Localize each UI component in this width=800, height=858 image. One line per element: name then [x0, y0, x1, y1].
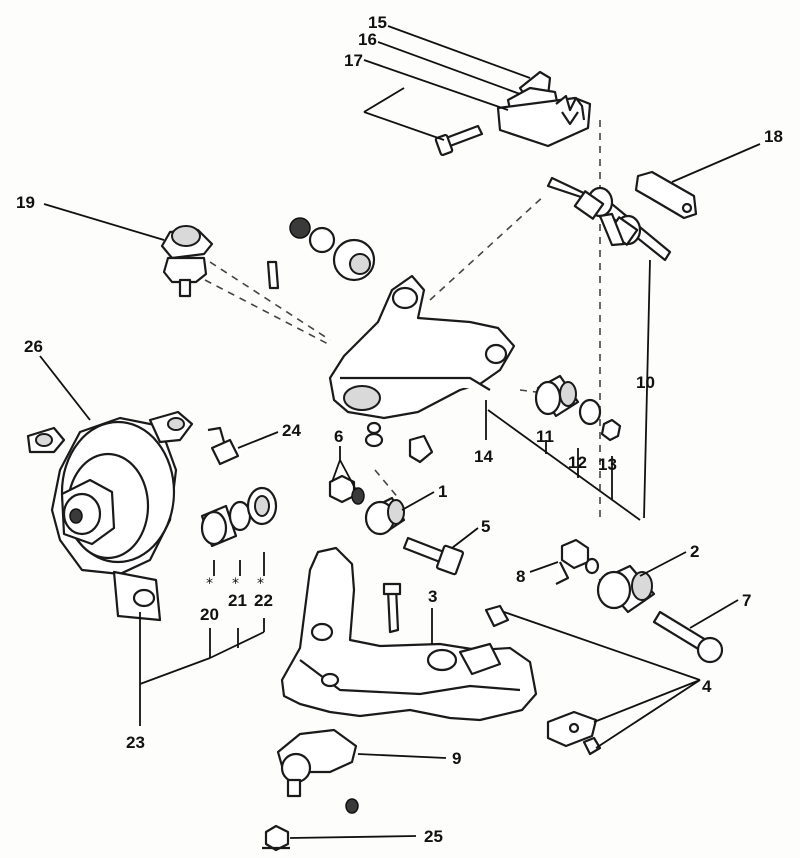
rear-pivot-bolt: [652, 610, 724, 664]
callout-18: 18: [764, 127, 783, 146]
upper-ball-joint: [160, 225, 214, 298]
callout-11: 11: [536, 427, 554, 446]
callout-20: 20: [200, 605, 219, 624]
callout-5: 5: [481, 517, 490, 536]
shaft-bracket: [634, 170, 698, 220]
steering-knuckle-and-hub: [26, 410, 194, 622]
callout-7: 7: [742, 591, 751, 610]
callout-24: 24: [282, 421, 301, 440]
asterisk-21: *: [232, 576, 239, 592]
lower-ball-joint-nut: [262, 824, 290, 852]
callout-17: 17: [344, 51, 363, 70]
lower-control-arm: [280, 546, 538, 722]
callout-3: 3: [428, 587, 437, 606]
grease-seal: [246, 486, 278, 526]
callout-12: 12: [568, 453, 587, 472]
callout-26: 26: [24, 337, 43, 356]
callout-2: 2: [690, 542, 699, 561]
assembly-dashed-lines: [204, 120, 601, 520]
callout-4: 4: [702, 677, 712, 696]
callout-10: 10: [636, 373, 655, 392]
callout-1: 1: [438, 482, 447, 501]
pivot-nut-washer: [328, 421, 434, 505]
asterisk-20: *: [206, 576, 213, 592]
callout-16: 16: [358, 30, 377, 49]
alignment-shims: [496, 70, 592, 148]
callout-25: 25: [424, 827, 443, 846]
callout-labels: 1 2 3 4 5 6 7 8 9 10 11 12 13 14 15 16 1…: [16, 13, 783, 846]
bump-stop-bolt: [484, 604, 510, 628]
shim-bolt: [434, 124, 484, 157]
leader-lines: [39, 25, 761, 839]
front-pivot-bolt: [402, 536, 465, 576]
callout-9: 9: [452, 749, 461, 768]
lower-ball-joint: [276, 728, 359, 814]
callout-6: 6: [334, 427, 343, 446]
callout-14: 14: [474, 447, 493, 466]
lower-bracket-4: [546, 710, 602, 756]
callout-13: 13: [598, 455, 617, 474]
asterisk-22: *: [257, 576, 264, 592]
callout-15: 15: [368, 13, 387, 32]
upper-bushing-set: [266, 217, 376, 290]
upper-control-arm: [328, 274, 516, 420]
rear-bushing-set: [534, 374, 622, 442]
lower-arm-front-bushing: [364, 496, 406, 536]
asterisk-marks: * * *: [206, 576, 264, 592]
callout-19: 19: [16, 193, 35, 212]
callout-22: 22: [254, 591, 273, 610]
inner-bearing: [200, 504, 238, 548]
control-arm-shaft: [546, 176, 672, 262]
bolt-and-nut-set-8: [555, 538, 600, 585]
callout-8: 8: [516, 567, 525, 586]
caliper-bolt: [207, 426, 240, 466]
lower-arm-rear-bushing: [596, 564, 656, 614]
lower-arm-stud-bolt: [382, 582, 402, 634]
callout-21: 21: [228, 591, 247, 610]
callout-23: 23: [126, 733, 145, 752]
